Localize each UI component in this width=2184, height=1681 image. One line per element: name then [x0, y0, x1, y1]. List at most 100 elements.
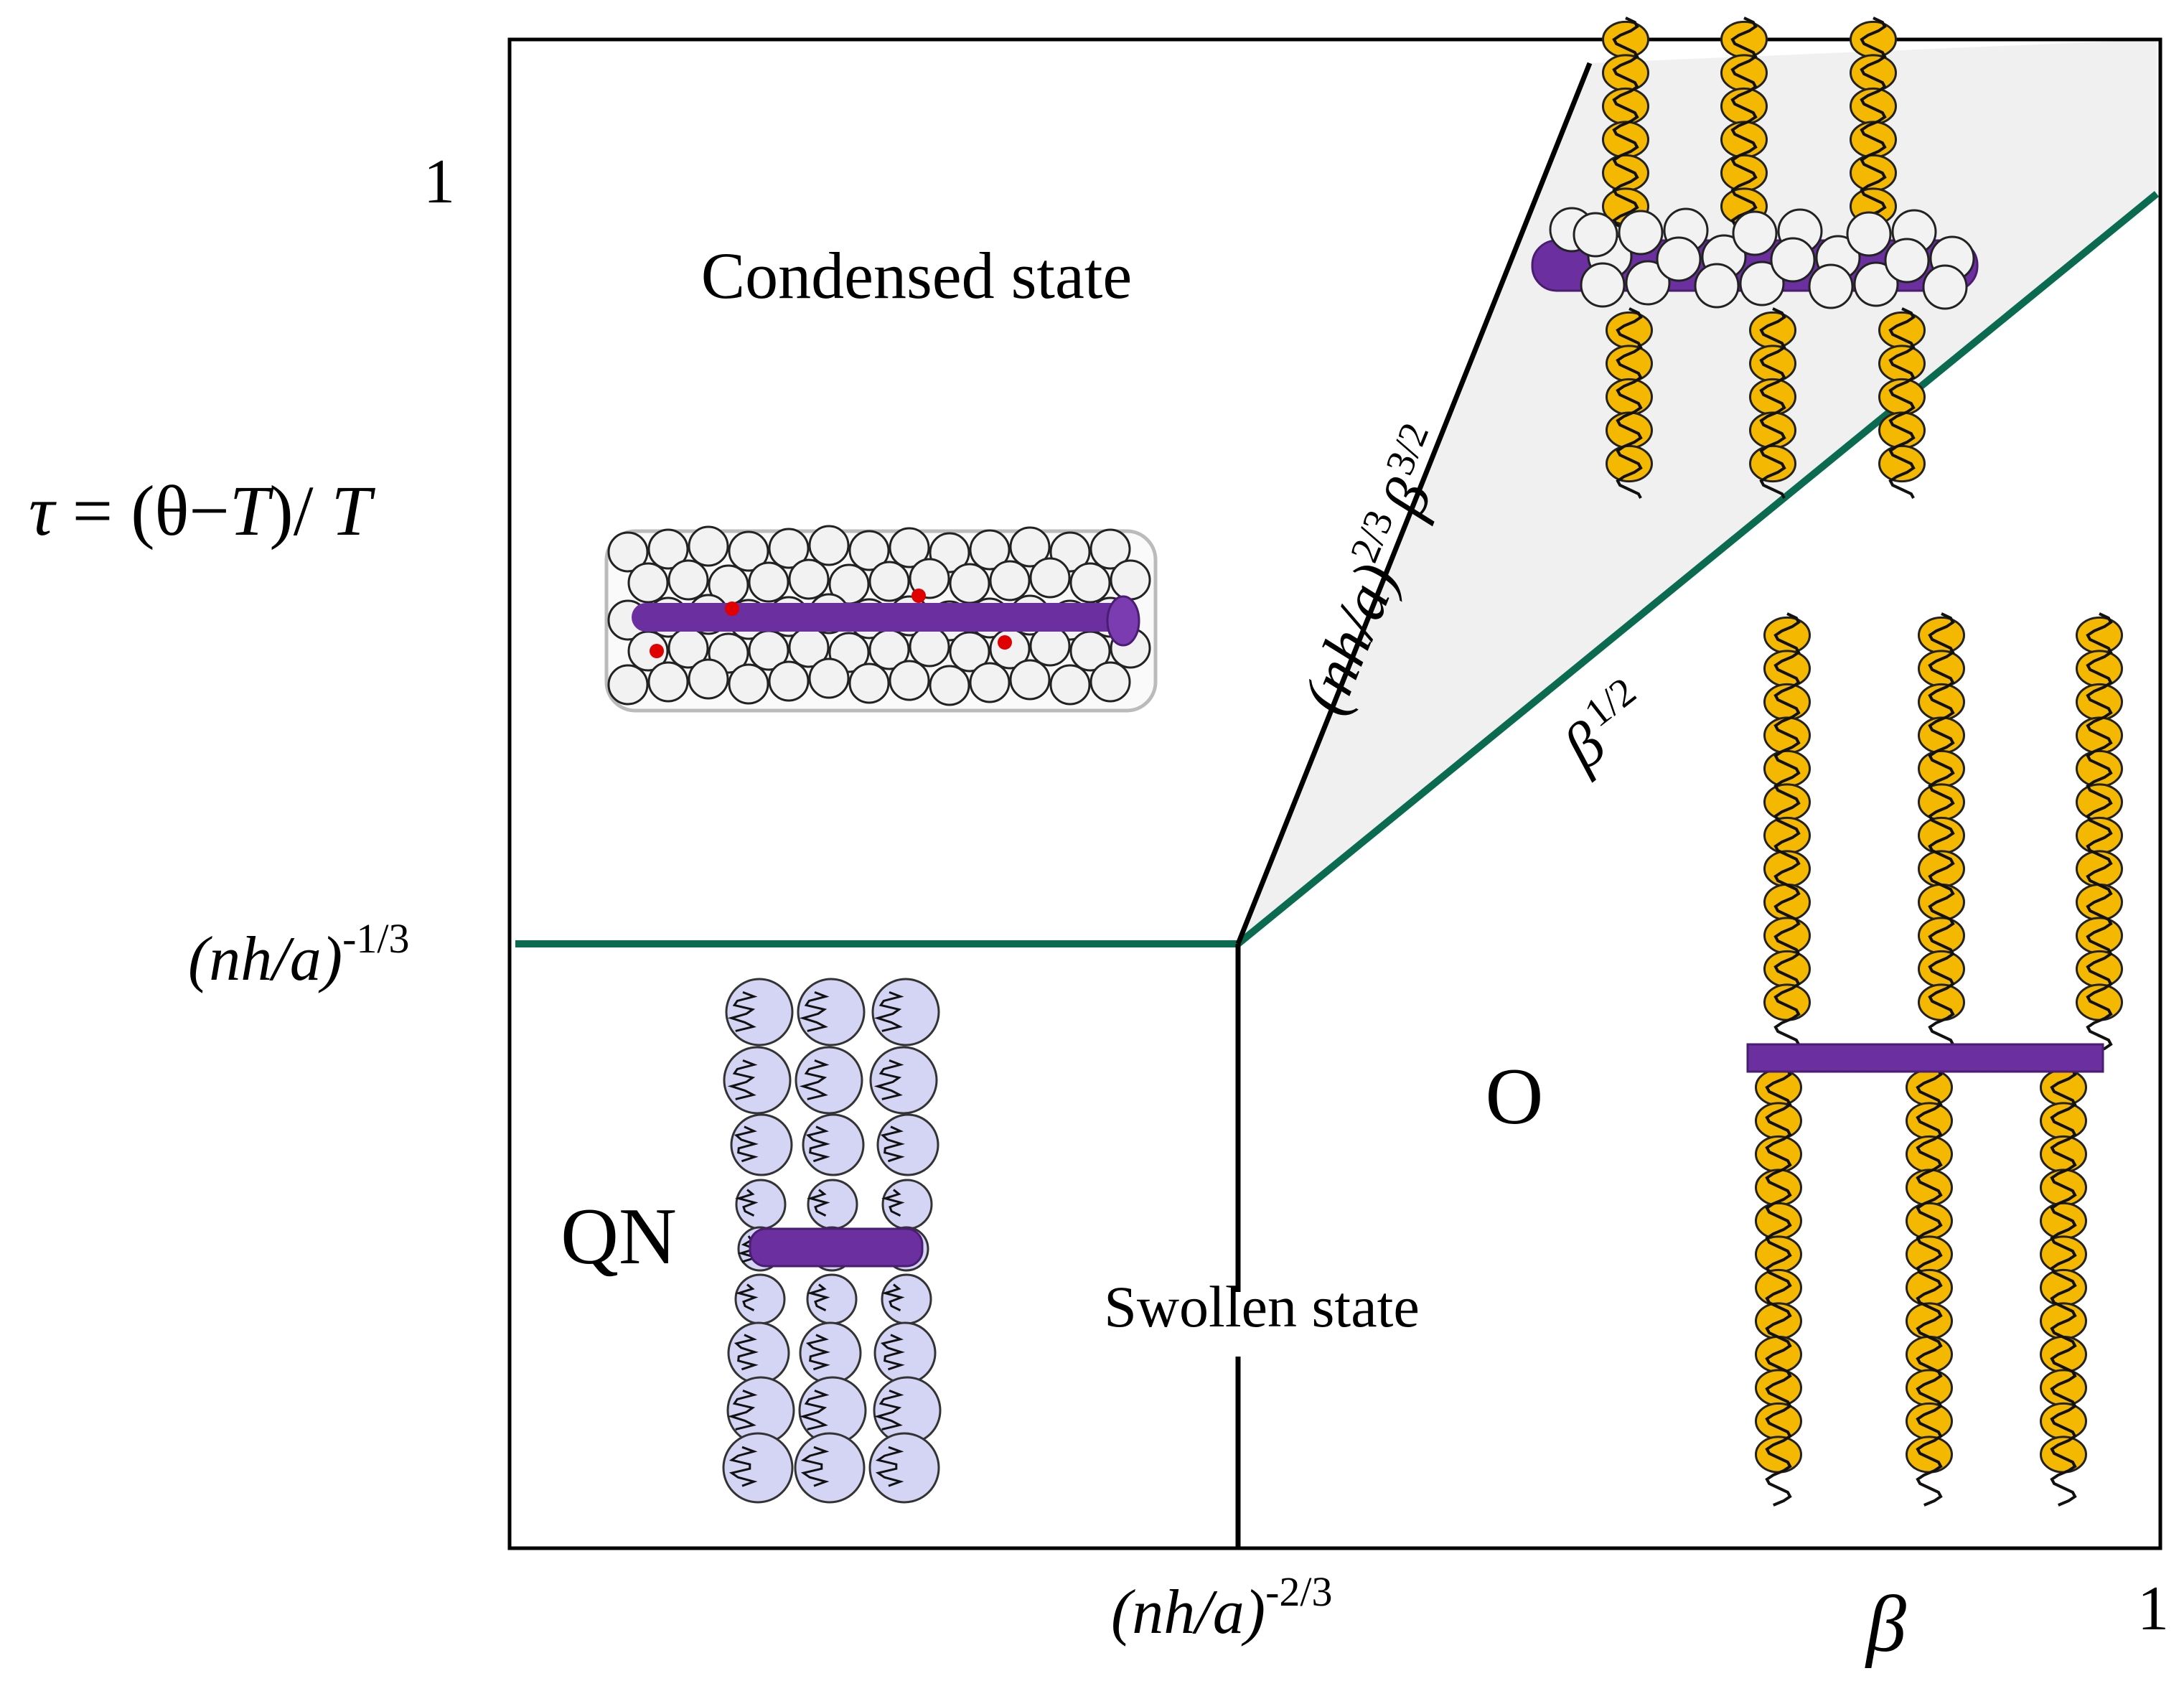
chain-bead: [1850, 20, 1897, 59]
qn-bead: [795, 1046, 863, 1115]
wedge-bead: [1853, 261, 1899, 307]
wedge-bead: [1656, 236, 1702, 282]
chain-bead: [1602, 154, 1649, 192]
condensed-bead: [1069, 562, 1111, 604]
chain-bead: [1906, 1102, 1953, 1140]
red-dot: [998, 635, 1012, 650]
chain-bead: [2040, 1402, 2087, 1441]
condensed-bead: [1029, 625, 1071, 667]
chain-bead: [1918, 616, 1965, 655]
chain-backbone: [1916, 1064, 1943, 1507]
red-dot: [911, 589, 926, 603]
qn-bead: [730, 1113, 793, 1176]
condensed-bead: [688, 525, 729, 567]
chain-bead: [1906, 1402, 1953, 1441]
wedge-bead: [1573, 212, 1618, 258]
chain-backbone: [2050, 1064, 2077, 1507]
qn-bead: [725, 978, 794, 1046]
condensed-bead: [969, 529, 1011, 571]
chain-bead: [1755, 1202, 1802, 1240]
chain-bead: [1749, 345, 1796, 383]
chain-bead: [2076, 950, 2123, 988]
qn-bead: [868, 1432, 940, 1504]
x-axis-label: β: [1865, 1580, 1906, 1669]
condensed-bead: [1110, 559, 1151, 601]
chain-bead: [1763, 650, 1811, 688]
qn-coil: [881, 1189, 905, 1217]
qn-bead: [802, 1113, 865, 1176]
wedge-bead: [1884, 238, 1930, 284]
chain-backbone: [1765, 1064, 1792, 1507]
chain-bead: [2076, 749, 2123, 788]
chain-backbone: [1773, 612, 1801, 1054]
qn-bead: [799, 1321, 862, 1385]
red-dot: [725, 601, 739, 616]
chain-bead: [1755, 1402, 1802, 1441]
qn-bead: [881, 1179, 933, 1230]
qn-bead: [727, 1321, 790, 1385]
chain-bead: [1763, 783, 1811, 821]
condensed-bead: [647, 528, 689, 570]
chain-bead: [2040, 1068, 2087, 1107]
qn-coil: [880, 1125, 905, 1163]
boundary-upper: [1235, 62, 1593, 945]
chain-bead: [1906, 1235, 1953, 1273]
chain-bead: [2076, 616, 2123, 655]
condensed-bead: [949, 631, 990, 673]
chain-bead: [2040, 1102, 2087, 1140]
condensed-bead: [848, 662, 890, 704]
chain-bead: [1918, 650, 1965, 688]
chain-bead: [2076, 816, 2123, 855]
qn-bead: [722, 1432, 794, 1504]
chain-bead: [2040, 1369, 2087, 1407]
wedge-bead: [1618, 210, 1664, 256]
qn-coil: [799, 1389, 830, 1431]
qn-bead: [794, 1432, 866, 1504]
condensed-bead: [647, 661, 689, 703]
qn-bead: [723, 1046, 792, 1115]
condensed-bead: [969, 662, 1011, 703]
chain-backbone: [1759, 307, 1786, 499]
wedge-bead: [1846, 211, 1892, 257]
condensed-bead: [929, 665, 970, 706]
qn-coil: [735, 1189, 759, 1217]
qn-coil: [799, 1059, 830, 1100]
chain-bead: [1720, 154, 1768, 192]
condensed-bead: [728, 663, 769, 705]
chain-bead: [1602, 20, 1649, 59]
chain-bead: [1878, 444, 1926, 483]
condensed-bead: [1049, 664, 1091, 706]
condensed-bead: [848, 530, 890, 571]
qn-bead: [876, 1113, 939, 1176]
wedge-bead: [1694, 263, 1740, 309]
chain-backbone: [1888, 307, 1916, 499]
chain-bead: [1763, 616, 1811, 655]
chain-bead: [1906, 1268, 1953, 1307]
qn-bead: [873, 1321, 937, 1385]
condensed-bead: [808, 657, 850, 699]
chain-backbone: [2086, 612, 2113, 1054]
condensed-bead: [728, 530, 769, 572]
condensed-bead: [909, 558, 950, 599]
chain-bead: [1763, 816, 1811, 855]
chain-bead: [1749, 311, 1796, 350]
y-tick-top: 1: [423, 147, 455, 217]
chain-bead: [1878, 345, 1926, 383]
condensed-bead: [889, 527, 930, 568]
chain-bead: [1606, 345, 1653, 383]
chain-bead: [1918, 816, 1965, 855]
boundary-lower-label: β1/2: [1546, 669, 1663, 784]
condensed-cylinder-illustration: [604, 525, 1158, 713]
qn-coil: [805, 1334, 830, 1371]
chain-backbone: [1928, 612, 1955, 1054]
qn-brush-illustration: [722, 978, 942, 1504]
chain-bead: [2040, 1268, 2087, 1307]
condensed-bead: [909, 626, 950, 668]
condensed-bead: [1029, 557, 1071, 599]
condensed-bead: [949, 563, 990, 604]
qn-coil: [728, 1446, 758, 1487]
condensed-bead: [1089, 661, 1131, 703]
qn-coil: [727, 1389, 758, 1431]
region-condensed-label: Condensed state: [701, 239, 1132, 312]
chain-bead: [1918, 783, 1965, 821]
